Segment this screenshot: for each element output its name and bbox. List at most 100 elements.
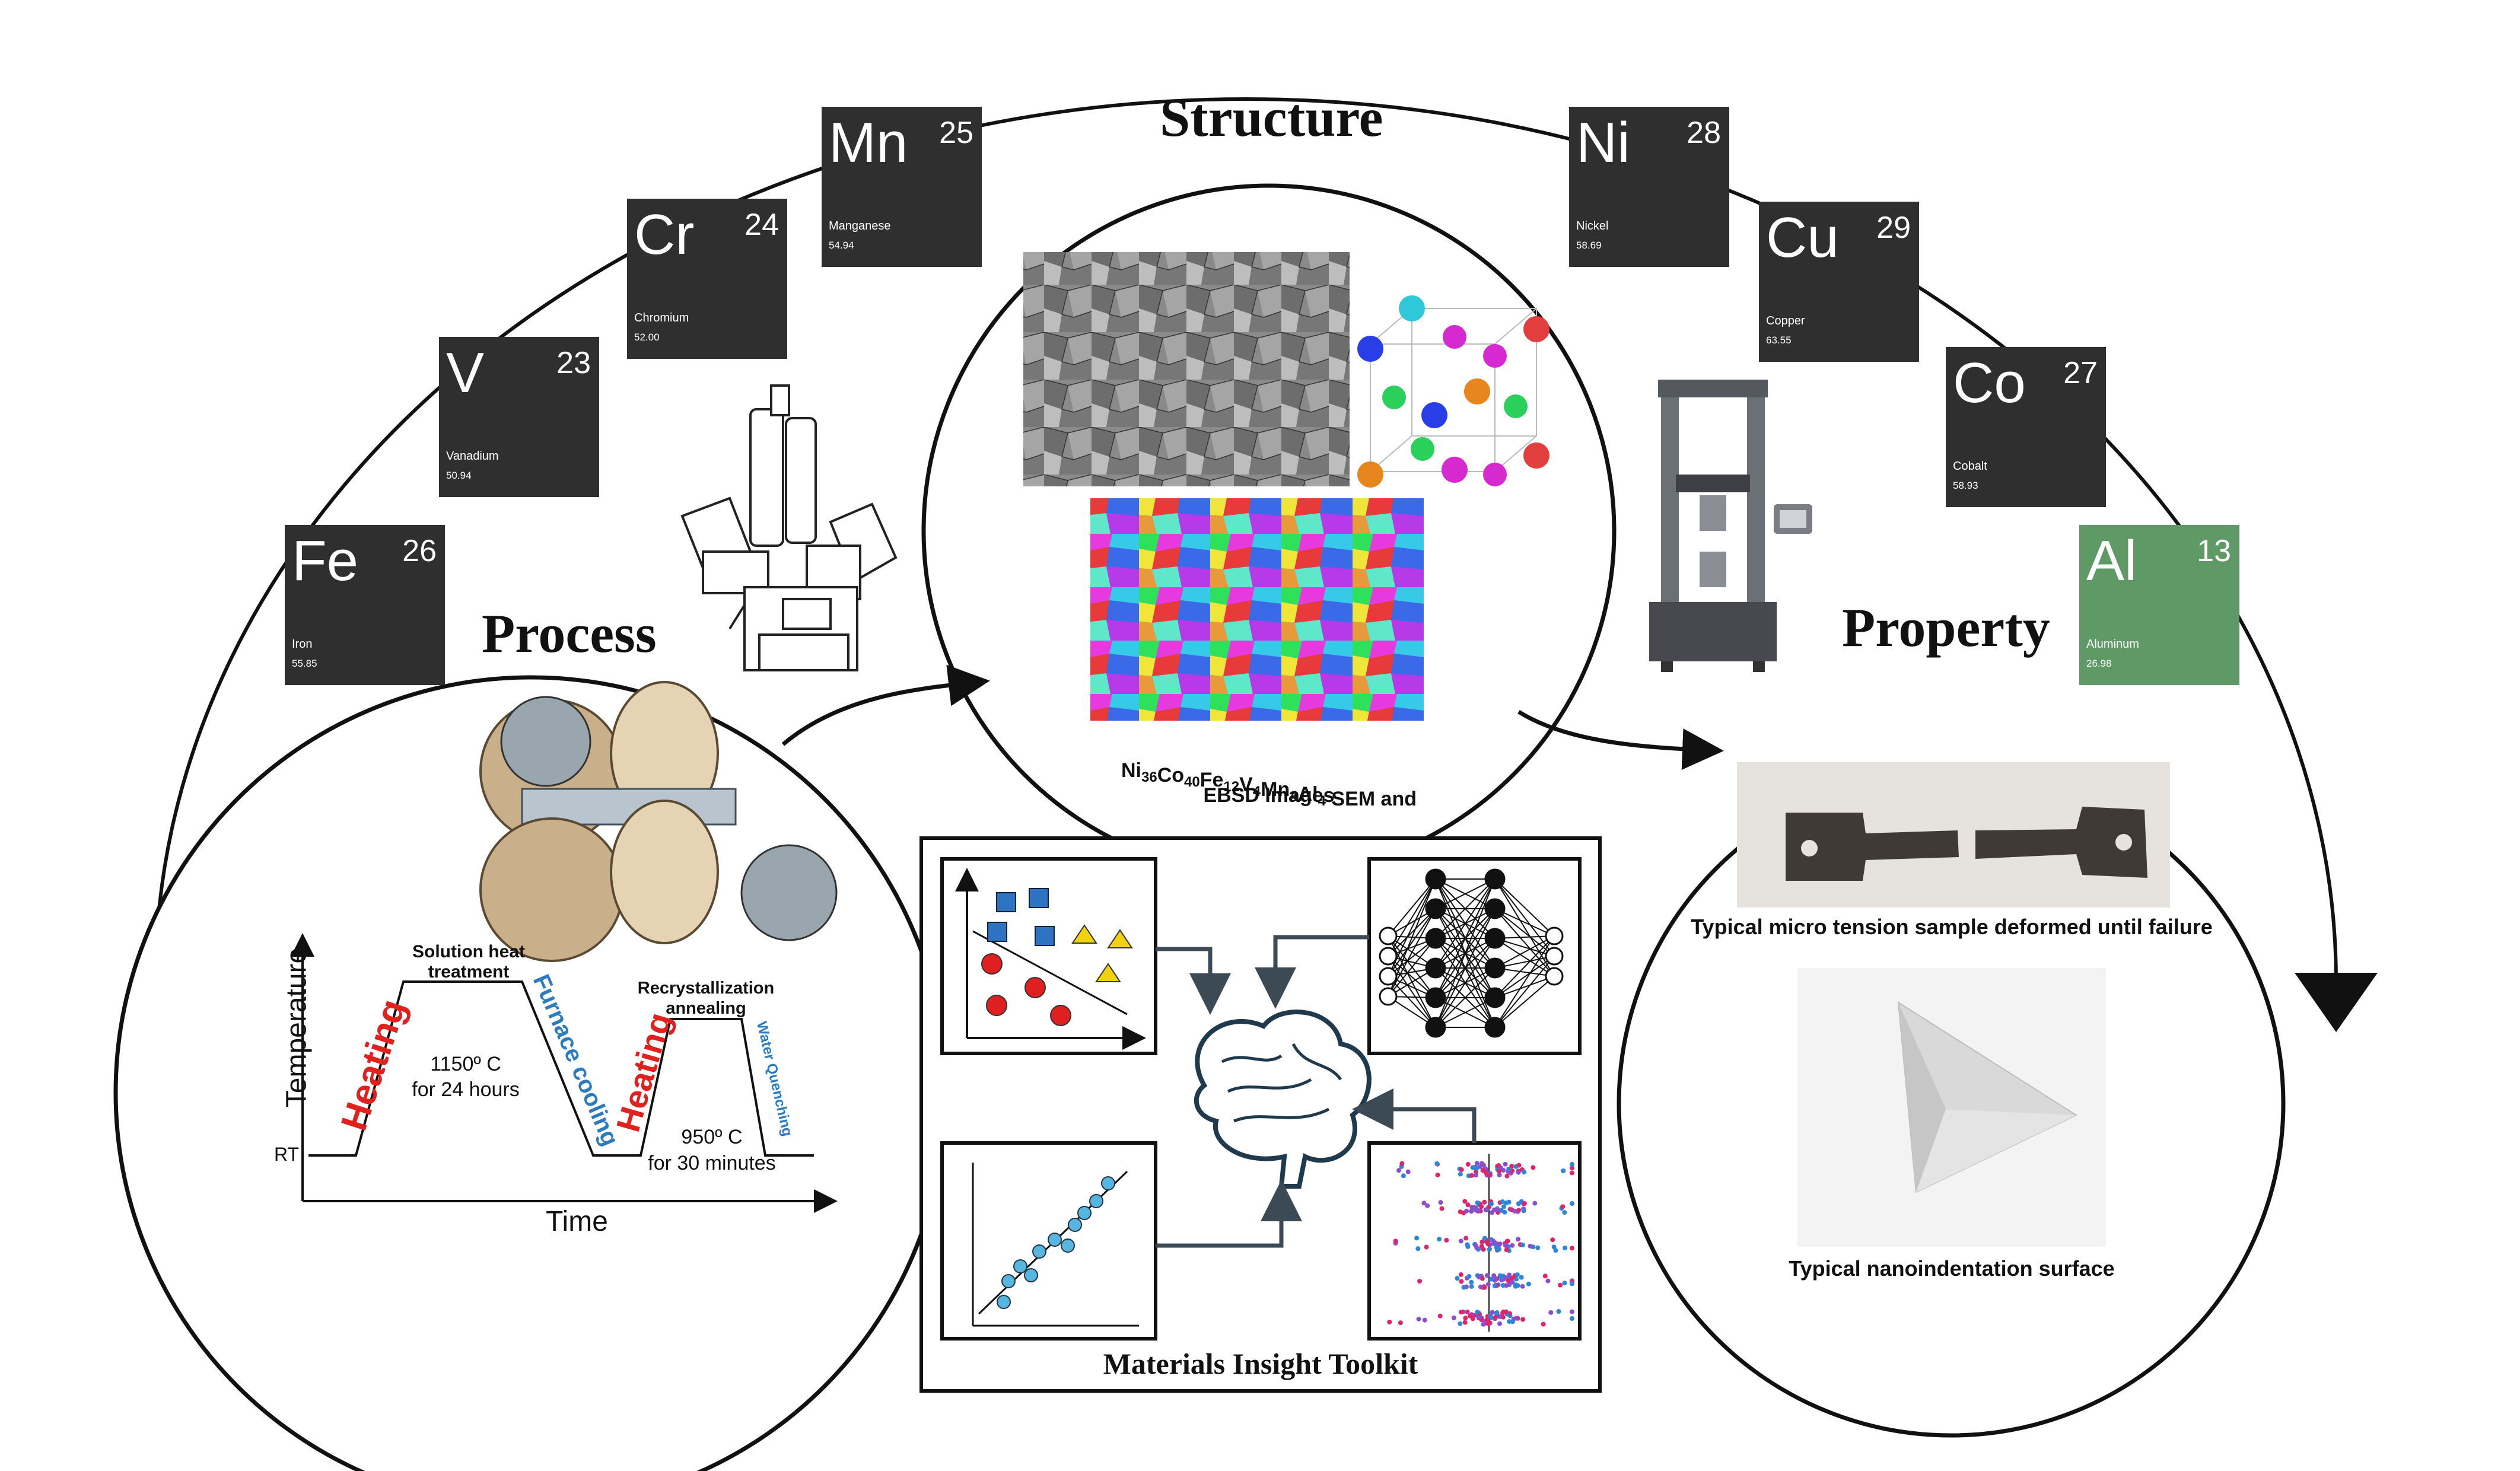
nn-connection [1494, 878, 1555, 937]
process-to-structure-arrow [781, 664, 990, 746]
shap-point [1570, 1201, 1574, 1206]
tension-sample-shape [1786, 807, 2147, 881]
process-heading: Process [482, 603, 657, 664]
shap-point [1520, 1242, 1525, 1247]
shap-point [1497, 1314, 1503, 1319]
shap-point [1513, 1316, 1519, 1321]
shap-point [1500, 1199, 1505, 1205]
element-symbol: Fe [292, 529, 359, 593]
shap-point [1434, 1161, 1440, 1166]
nn-connection [1435, 967, 1496, 1028]
shap-point [1570, 1316, 1574, 1321]
nn-node [1484, 868, 1506, 890]
shap-point [1516, 1170, 1521, 1175]
shap-point [1458, 1171, 1463, 1177]
shap-point [1396, 1168, 1402, 1173]
element-name: Manganese [829, 219, 891, 233]
nn-node [1484, 1017, 1506, 1038]
shap-point [1459, 1167, 1464, 1173]
formula-element: V [1239, 773, 1253, 796]
formula-element: Ni [1121, 759, 1141, 782]
nn-node [1425, 898, 1446, 919]
solution-title-line2: treatment [428, 962, 510, 982]
element-number: 13 [2197, 534, 2231, 568]
shap-point [1514, 1272, 1520, 1278]
nn-connection [1494, 908, 1555, 937]
shap-point [1425, 1203, 1430, 1208]
element-symbol: V [446, 341, 485, 405]
recryst-title-line2: annealing [666, 999, 746, 1018]
shap-point [1436, 1237, 1442, 1242]
classification-scatter [955, 868, 1146, 1050]
shap-point [1504, 1247, 1509, 1253]
nn-node [1484, 928, 1506, 949]
shap-point [1438, 1200, 1443, 1205]
element-number: 29 [1876, 211, 1911, 245]
toolkit-title: Materials Insight Toolkit [1103, 1347, 1418, 1380]
shap-point [1491, 1207, 1497, 1212]
element-number: 25 [939, 116, 973, 150]
shap-point [1417, 1278, 1423, 1284]
nn-connection [1435, 997, 1496, 1028]
shap-point [1504, 1243, 1509, 1248]
element-number: 26 [402, 534, 437, 568]
element-symbol: Ni [1576, 111, 1630, 174]
shap-point [1550, 1237, 1555, 1243]
shap-point [1531, 1165, 1536, 1170]
heat-treatment-chart [291, 933, 838, 1213]
element-tile-al: Al 13 Aluminum 26.98 [2079, 525, 2239, 685]
element-symbol: Cu [1766, 206, 1839, 269]
element-tile-cu: Cu 29 Copper 63.55 [1759, 202, 1919, 362]
nn-connection [1494, 878, 1555, 957]
nn-connection [1494, 935, 1555, 969]
nn-connection [1388, 908, 1436, 957]
microscope-icon [680, 384, 898, 671]
nn-node [1484, 957, 1506, 979]
chart-y-label: Temperature [281, 947, 313, 1108]
tensile-testing-machine-icon [1649, 380, 1812, 672]
solution-title-line1: Solution heat [412, 942, 525, 961]
nn-connection [1388, 908, 1436, 977]
nn-node [1545, 926, 1564, 945]
shap-point [1516, 1237, 1521, 1242]
shap-point [1451, 1315, 1456, 1320]
shap-point [1570, 1161, 1574, 1167]
shap-point [1497, 1172, 1502, 1177]
shap-point [1444, 1237, 1449, 1243]
nn-connection [1494, 976, 1555, 1028]
nn-node [1425, 957, 1446, 979]
element-tile-v: V 23 Vanadium 50.94 [439, 337, 599, 497]
shap-point [1475, 1200, 1480, 1205]
nn-connection [1435, 878, 1496, 909]
shap-point [1485, 1273, 1490, 1278]
element-name: Nickel [1576, 219, 1609, 233]
property-heading: Property [1842, 597, 2050, 658]
shap-point [1484, 1317, 1490, 1323]
element-weight: 50.94 [446, 470, 472, 481]
outer-arc-arrowhead [2295, 973, 2378, 1032]
shap-point [1507, 1272, 1512, 1278]
nn-connection [1435, 878, 1496, 998]
shap-point [1532, 1201, 1538, 1206]
formula-element: Co [1157, 764, 1184, 787]
shap-point [1528, 1243, 1533, 1249]
shap-point [1542, 1273, 1548, 1279]
shap-point [1513, 1282, 1519, 1288]
shap-point [1494, 1245, 1499, 1250]
shap-point [1479, 1161, 1485, 1166]
shap-point [1488, 1276, 1494, 1282]
fcc-unit-cell-icon [1357, 295, 1549, 488]
shap-point [1512, 1208, 1517, 1214]
nn-connection [1494, 935, 1555, 1028]
shap-point [1466, 1273, 1472, 1279]
nn-connection [1435, 878, 1496, 1028]
shap-point [1516, 1163, 1522, 1168]
shap-point [1465, 1202, 1471, 1208]
shap-point [1563, 1245, 1568, 1250]
shap-point [1492, 1283, 1497, 1288]
nn-connection [1435, 908, 1496, 1028]
shap-point [1437, 1313, 1443, 1319]
structure-to-property-arrow [1517, 710, 1724, 770]
nn-node [1379, 967, 1398, 986]
shap-point [1570, 1170, 1574, 1176]
